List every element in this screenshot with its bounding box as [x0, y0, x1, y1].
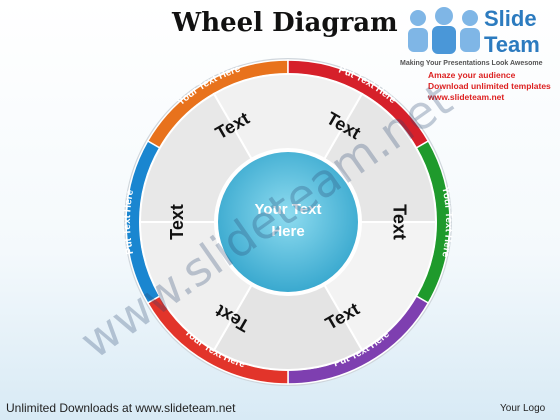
logo-word-team: Team	[484, 32, 540, 57]
segment-text-6: Text	[167, 204, 187, 240]
ring-label-3: Your Text Here	[439, 186, 454, 259]
people-icon	[408, 7, 480, 54]
center-text-line-2: Here	[271, 223, 304, 240]
center-text-line-1: Your Text	[255, 201, 322, 218]
center-circle	[218, 152, 358, 292]
footer-downloads-text: Unlimited Downloads at www.slideteam.net	[6, 401, 236, 415]
segment-text-3: Text	[389, 204, 409, 240]
logo-promo-1: Amaze your audience	[428, 70, 516, 80]
logo-promo-3: www.slideteam.net	[428, 92, 505, 102]
footer-logo-placeholder: Your Logo	[500, 403, 546, 414]
slideteam-logo: Slide Team Making Your Presentations Loo…	[400, 2, 560, 112]
wheel-segment-1	[212, 73, 364, 225]
logo-word-slide: Slide	[484, 6, 537, 31]
logo-tagline: Making Your Presentations Look Awesome	[400, 60, 543, 67]
ring-label-6: Put Text Here	[122, 188, 136, 255]
wheel-segment-4	[212, 219, 364, 371]
slide-title: Wheel Diagram	[172, 8, 398, 38]
logo-promo-2: Download unlimited templates	[428, 81, 551, 91]
